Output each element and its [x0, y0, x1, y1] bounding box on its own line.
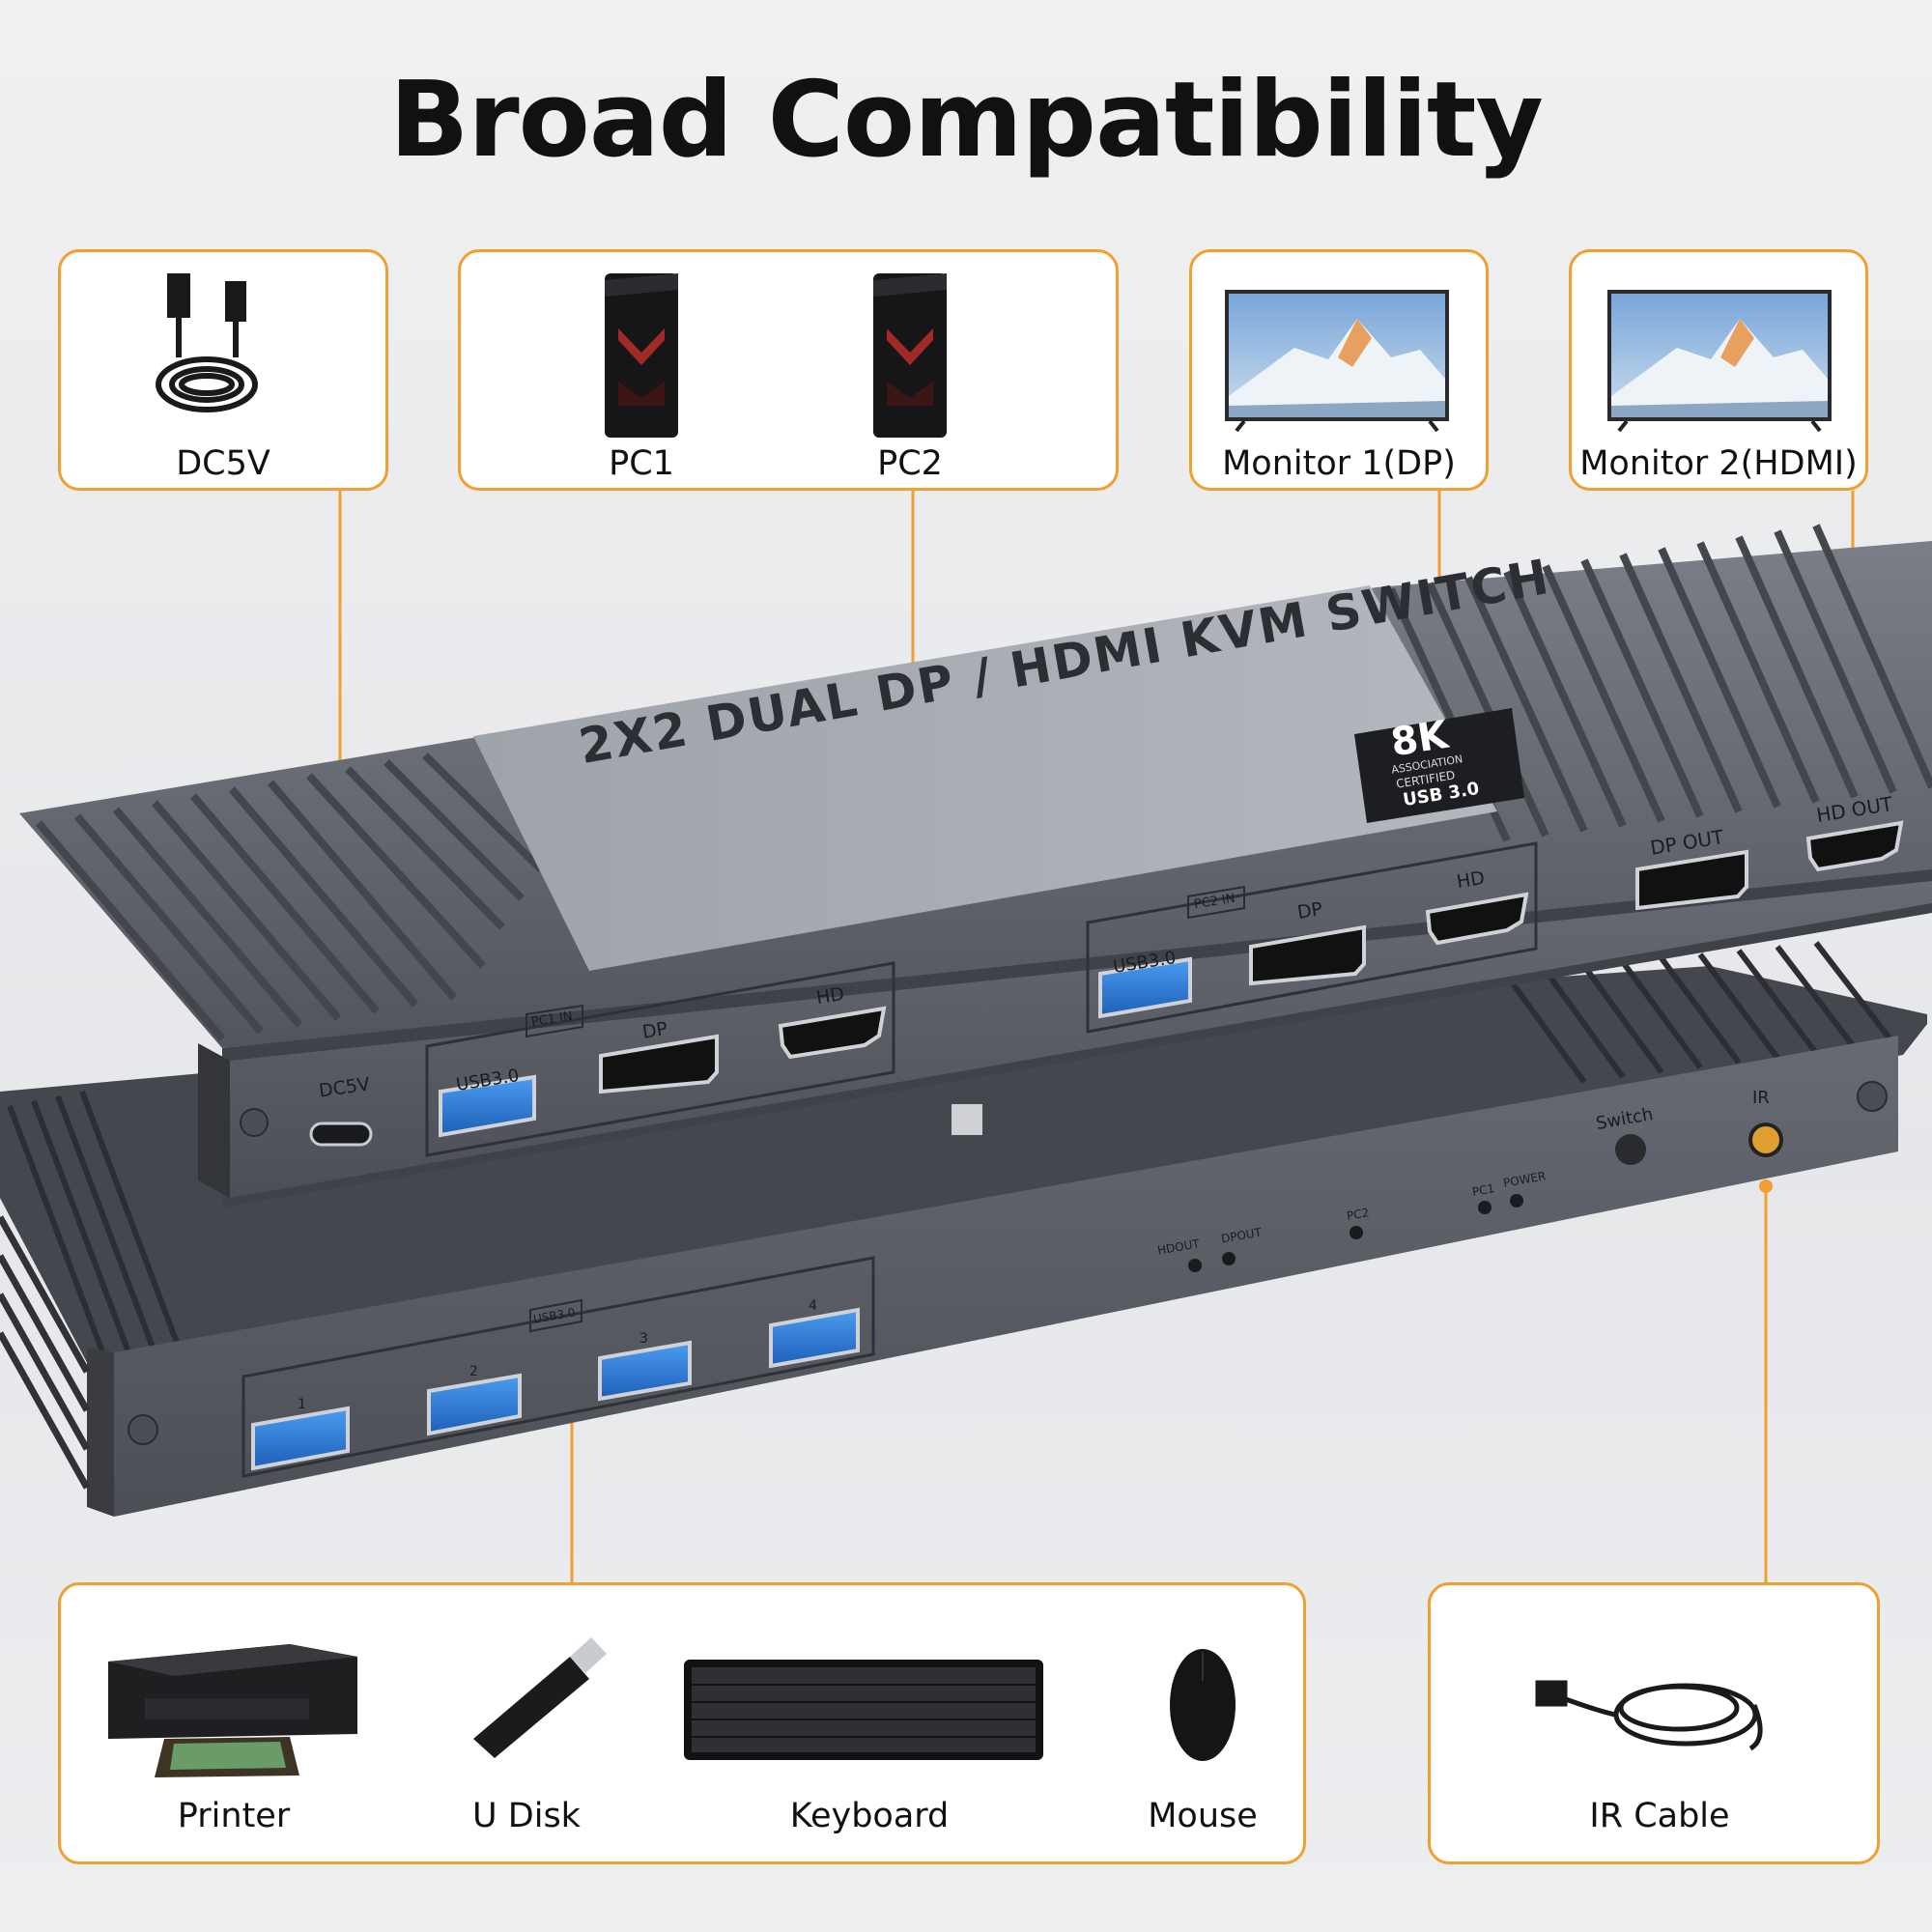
monitor2-label: Monitor 2(HDMI)	[1579, 444, 1858, 483]
pc2-icon	[873, 273, 947, 438]
ir-cable-label: IR Cable	[1589, 1797, 1730, 1835]
ir-port-label: IR	[1752, 1088, 1770, 1108]
hub-port3-label: 3	[639, 1331, 648, 1347]
monitor1-label: Monitor 1(DP)	[1222, 444, 1456, 483]
card-pcs	[458, 249, 1119, 491]
card-ir-cable	[1428, 1582, 1880, 1864]
hub-port4-label: 4	[809, 1298, 817, 1314]
u-disk-icon	[473, 1637, 607, 1758]
usb-cable-icon	[156, 273, 258, 412]
mouse-label: Mouse	[1148, 1797, 1258, 1835]
pc2-label: PC2	[877, 444, 943, 483]
hub-port1-label: 1	[298, 1397, 306, 1412]
hd-b-label: HD	[1455, 867, 1487, 894]
mouse-icon	[1170, 1649, 1236, 1761]
hub-port2-label: 2	[469, 1364, 478, 1379]
printer-icon	[108, 1644, 357, 1777]
u-disk-label: U Disk	[472, 1797, 581, 1835]
dp-a-label: DP	[640, 1018, 669, 1043]
monitor1-icon	[1225, 290, 1449, 433]
monitor2-icon	[1607, 290, 1832, 433]
dc5v-label: DC5V	[176, 444, 270, 483]
ir-cable-icon	[1535, 1680, 1763, 1751]
keyboard-label: Keyboard	[789, 1797, 950, 1835]
keyboard-icon	[684, 1660, 1043, 1760]
kvm-upper-unit	[19, 524, 1932, 1208]
printer-label: Printer	[177, 1797, 291, 1835]
pc1-label: PC1	[609, 444, 674, 483]
dp-b-label: DP	[1295, 898, 1324, 923]
hd-a-label: HD	[814, 982, 846, 1009]
pc1-icon	[605, 273, 678, 438]
page-title: Broad Compatibility	[389, 60, 1544, 181]
